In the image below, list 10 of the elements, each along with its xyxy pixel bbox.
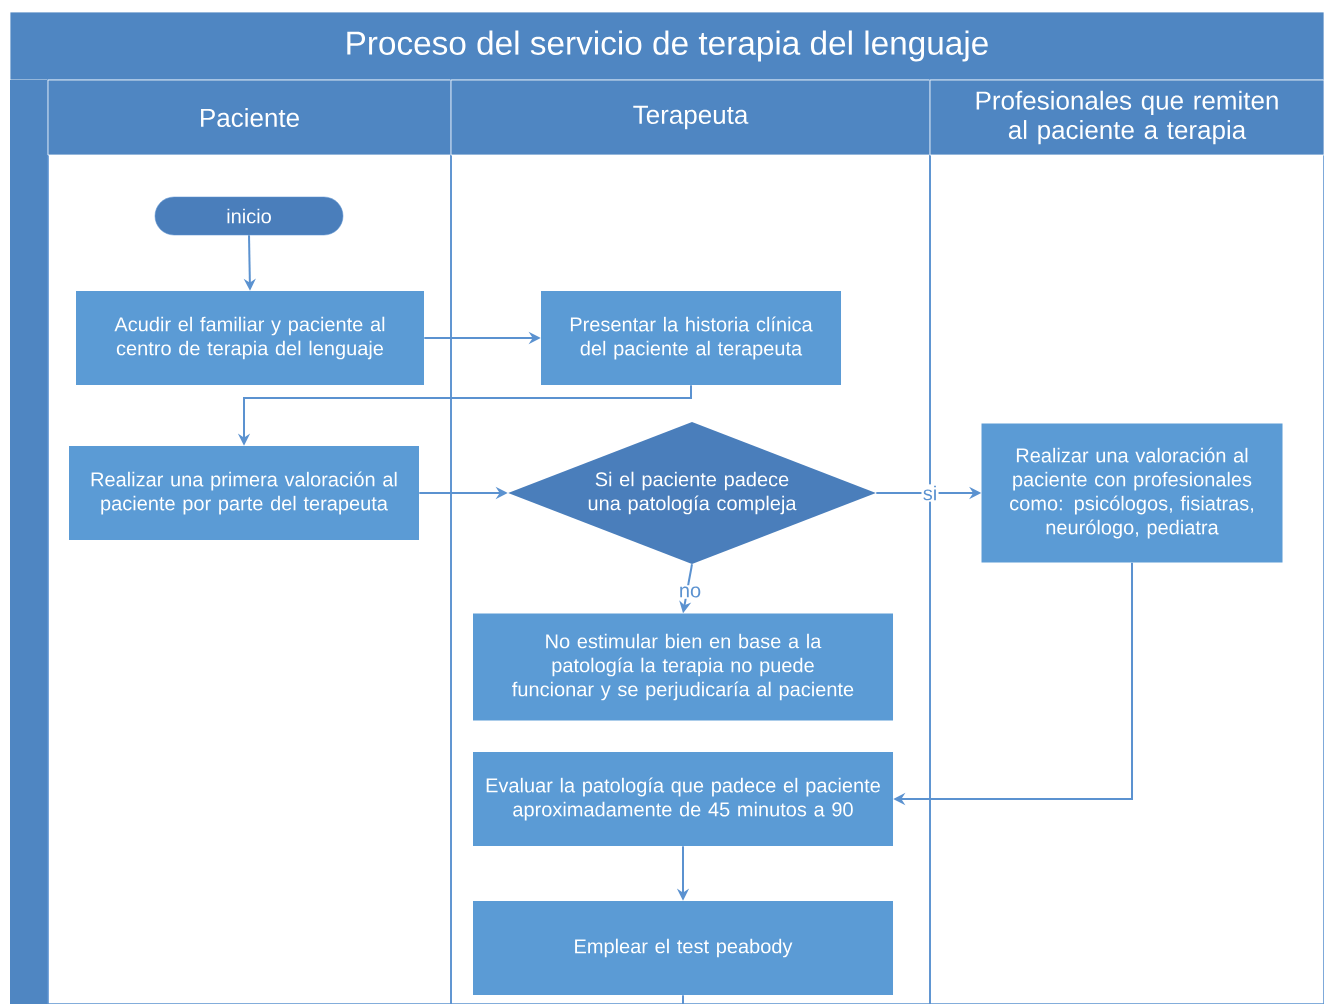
process-box: Realizar una valoración al paciente con profesionales como: psicólogos, fisiatras, neurólogo, pediatra — [981, 423, 1283, 563]
process-box: Acudir el familiar y paciente al centro de terapia del lenguaje — [76, 291, 424, 385]
process-box: Presentar la historia clínica del paciente al terapeuta — [541, 291, 841, 385]
edge-label: si — [921, 484, 939, 502]
process-box: Realizar una primera valoración al paciente por parte del terapeuta — [69, 446, 419, 540]
start-terminal: inicio — [154, 196, 344, 236]
process-box: Emplear el test peabody — [473, 901, 893, 995]
process-box: No estimular bien en base a la patología la terapia no puede funcionar y se perjudicaría al paciente — [473, 613, 893, 721]
edge-label: no — [677, 585, 703, 599]
process-box: Evaluar la patología que padece el paciente aproximadamente de 45 minutos a 90 — [473, 752, 893, 846]
